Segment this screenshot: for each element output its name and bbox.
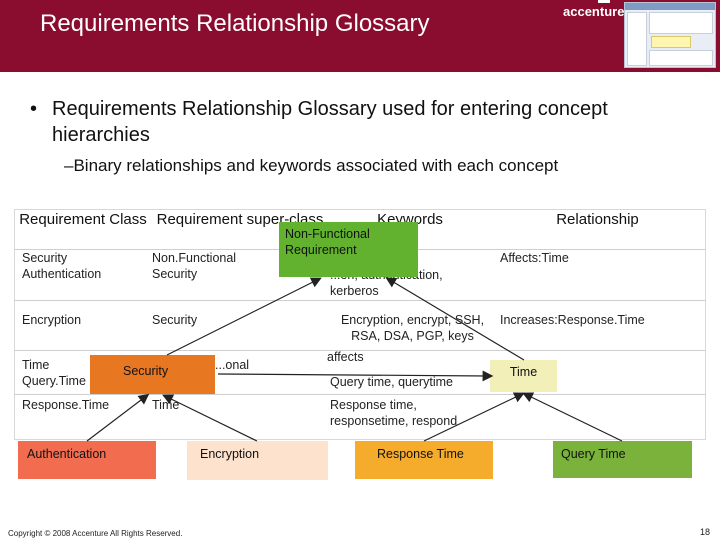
bullet-marker: • [30,98,38,120]
header-requirement-class: Requirement Class [19,211,147,228]
table-row-divider [14,350,706,351]
cell-superclass: Non.Functional Security [152,251,237,281]
table-row-divider [14,300,706,301]
cell-class: Encryption [22,313,82,327]
copyright-text: Copyright © 2008 Accenture All Rights Re… [8,529,183,538]
cell-superclass: ...onal [215,358,250,372]
response-time-box: Response Time [355,441,493,479]
screenshot-thumbnail [624,2,716,68]
arrow-querytime-time [522,392,623,442]
arrow-security-nonfunctional [166,277,322,356]
security-box: Security [90,355,215,394]
cell-class: Security Authentication [22,251,102,281]
thumbnail-left-pane [627,12,647,66]
thumbnail-top-pane [649,12,713,34]
accenture-logo: accenture [563,4,625,19]
cell-relationship: Increases:Response.Time [500,313,645,327]
glossary-table [14,209,706,440]
page-number: 18 [700,527,711,537]
arrow-time-nonfunctional [385,277,525,361]
query-time-box: Query Time [553,441,692,478]
affects-label: affects [327,350,364,364]
header-bar [0,0,720,72]
thumbnail-bottom-pane [649,50,713,66]
non-functional-requirement-box: Non-Functional Requirement [279,222,418,277]
time-box: Time [490,360,557,392]
cell-keywords: Encryption, encrypt, SSH, RSA, DSA, PGP,… [340,313,485,343]
cell-class: Time Query.Time [22,358,86,388]
logo-chevron-icon [598,0,610,4]
cell-superclass: Security [152,313,198,327]
cell-keywords: Response time, responsetime, respond [330,398,458,428]
cell-relationship: Affects:Time [500,251,569,265]
arrow-responsetime-time [423,392,525,442]
main-bullet-text: Requirements Relationship Glossary used … [52,98,608,146]
header-relationship: Relationship [556,211,639,228]
table-row-divider [14,394,706,395]
arrow-encryption-security [162,394,258,442]
arrow-authentication-security [86,393,150,442]
thumbnail-titlebar [625,3,715,10]
cell-keywords: Query time, querytime [330,375,453,389]
thumbnail-highlight [651,36,691,48]
encryption-box: Encryption [187,441,328,480]
authentication-box: Authentication [18,441,156,479]
sub-bullet-text: –Binary relationships and keywords assoc… [64,156,559,175]
arrow-security-affects-time [217,370,494,382]
cell-class: Response.Time [22,398,110,412]
slide-title: Requirements Relationship Glossary [40,10,430,37]
